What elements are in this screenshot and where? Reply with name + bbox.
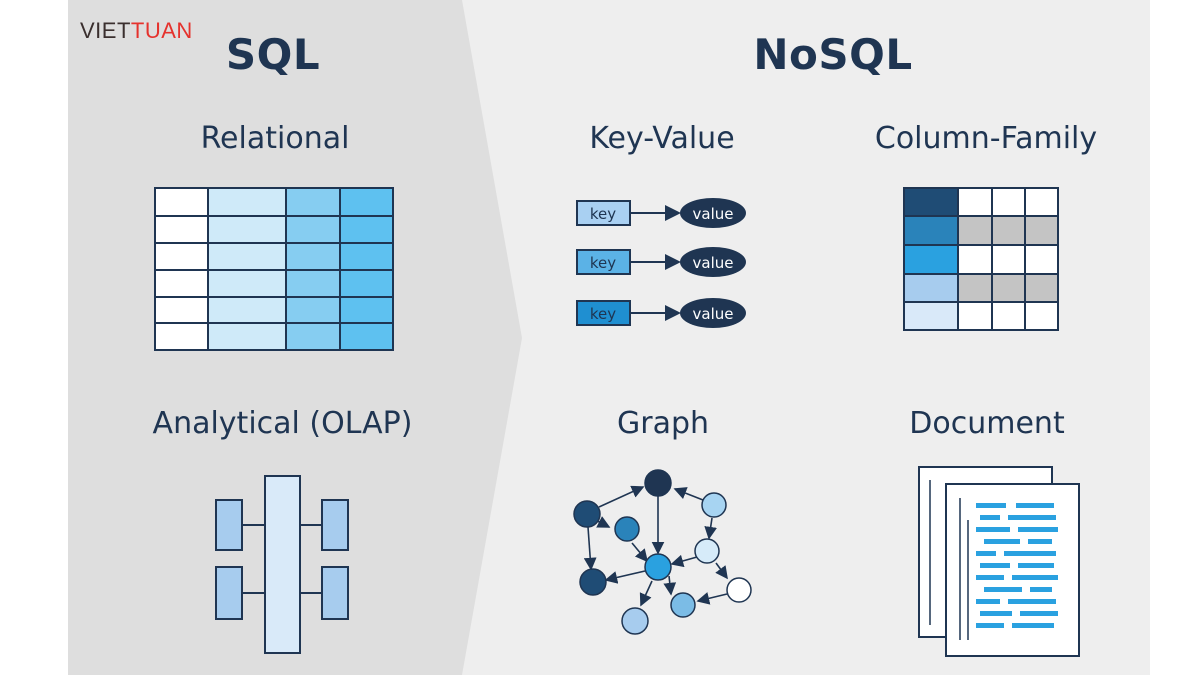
value-text: value xyxy=(693,305,734,323)
graph-node xyxy=(614,516,640,542)
columnfamily-cell xyxy=(1024,301,1059,331)
value-ellipse xyxy=(680,198,746,228)
olap-label: Analytical (OLAP) xyxy=(152,406,413,441)
relational-cell xyxy=(339,242,394,271)
relational-cell xyxy=(339,269,394,298)
olap-right-top-box xyxy=(321,499,349,551)
graph-label: Graph xyxy=(616,406,710,441)
document-text-line xyxy=(976,623,1004,628)
columnfamily-cell xyxy=(903,301,959,331)
olap-right-bottom-box xyxy=(321,566,349,620)
relational-cell xyxy=(285,322,341,351)
columnfamily-cell xyxy=(957,244,993,275)
keyvalue-pair-3: key value xyxy=(576,298,746,328)
document-text-line xyxy=(984,587,1022,592)
document-text-line xyxy=(976,575,1004,580)
document-text-line xyxy=(980,611,1012,616)
key-box xyxy=(576,200,631,226)
document-text-line xyxy=(980,515,1000,520)
relational-cell xyxy=(285,215,341,244)
key-box xyxy=(576,300,631,326)
graph-edges xyxy=(583,485,728,607)
document-text-line xyxy=(1028,539,1052,544)
document-text-line xyxy=(1008,515,1056,520)
graph-node xyxy=(694,538,720,564)
relational-cell xyxy=(285,187,341,217)
document-text-line xyxy=(1018,527,1058,532)
relational-cell xyxy=(285,296,341,324)
keyvalue-pair-1: key value xyxy=(576,198,746,228)
document-page-front xyxy=(945,483,1080,657)
document-label: Document xyxy=(909,406,1065,441)
document-text-line xyxy=(1012,623,1054,628)
graph-node xyxy=(670,592,696,618)
nosql-title: NoSQL xyxy=(753,30,913,79)
document-text-line xyxy=(976,527,1010,532)
graph-node xyxy=(726,577,752,603)
key-text: key xyxy=(590,205,616,223)
document-text-line xyxy=(976,551,996,556)
document-text-line xyxy=(980,563,1010,568)
graph-node xyxy=(701,492,727,518)
columnfamily-cell xyxy=(957,301,993,331)
document-text-line xyxy=(1030,587,1052,592)
sql-title: SQL xyxy=(225,30,321,79)
value-ellipse xyxy=(680,298,746,328)
columnfamily-label: Column-Family xyxy=(874,121,1098,156)
relational-cell xyxy=(285,242,341,271)
relational-cell xyxy=(154,187,209,217)
document-text-line xyxy=(976,503,1006,508)
logo-part-tuan: TUAN xyxy=(130,18,193,43)
keyvalue-label: Key-Value xyxy=(589,121,735,156)
olap-center-box xyxy=(264,475,301,654)
logo-part-viet: VIET xyxy=(80,18,131,43)
relational-cell xyxy=(339,215,394,244)
relational-cell xyxy=(207,242,287,271)
key-box xyxy=(576,249,631,275)
relational-cell xyxy=(339,322,394,351)
graph-node xyxy=(573,500,601,528)
key-text: key xyxy=(590,254,616,272)
graph-node xyxy=(579,568,607,596)
relational-cell xyxy=(154,215,209,244)
relational-cell xyxy=(207,269,287,298)
graph-node xyxy=(644,553,672,581)
document-text-line xyxy=(984,539,1020,544)
value-text: value xyxy=(693,254,734,272)
document-text-line xyxy=(1004,551,1056,556)
document-text-line xyxy=(1012,575,1058,580)
olap-left-top-box xyxy=(215,499,243,551)
relational-label: Relational xyxy=(200,121,350,156)
document-text-line xyxy=(1008,599,1056,604)
document-text-line xyxy=(1018,563,1054,568)
columnfamily-cell xyxy=(991,273,1026,303)
olap-left-bottom-box xyxy=(215,566,243,620)
relational-cell xyxy=(207,296,287,324)
value-ellipse xyxy=(680,247,746,277)
document-text-line xyxy=(1020,611,1058,616)
relational-cell xyxy=(207,322,287,351)
brand-logo: VIETTUAN xyxy=(80,18,193,44)
columnfamily-cell xyxy=(903,244,959,275)
graph-node xyxy=(644,469,672,497)
graph-node xyxy=(621,607,649,635)
relational-cell xyxy=(339,296,394,324)
columnfamily-cell xyxy=(1024,273,1059,303)
keyvalue-pair-2: key value xyxy=(576,247,746,277)
key-text: key xyxy=(590,305,616,323)
document-text-line xyxy=(976,599,1000,604)
document-text-line xyxy=(1016,503,1054,508)
columnfamily-cell xyxy=(903,273,959,303)
value-text: value xyxy=(693,205,734,223)
